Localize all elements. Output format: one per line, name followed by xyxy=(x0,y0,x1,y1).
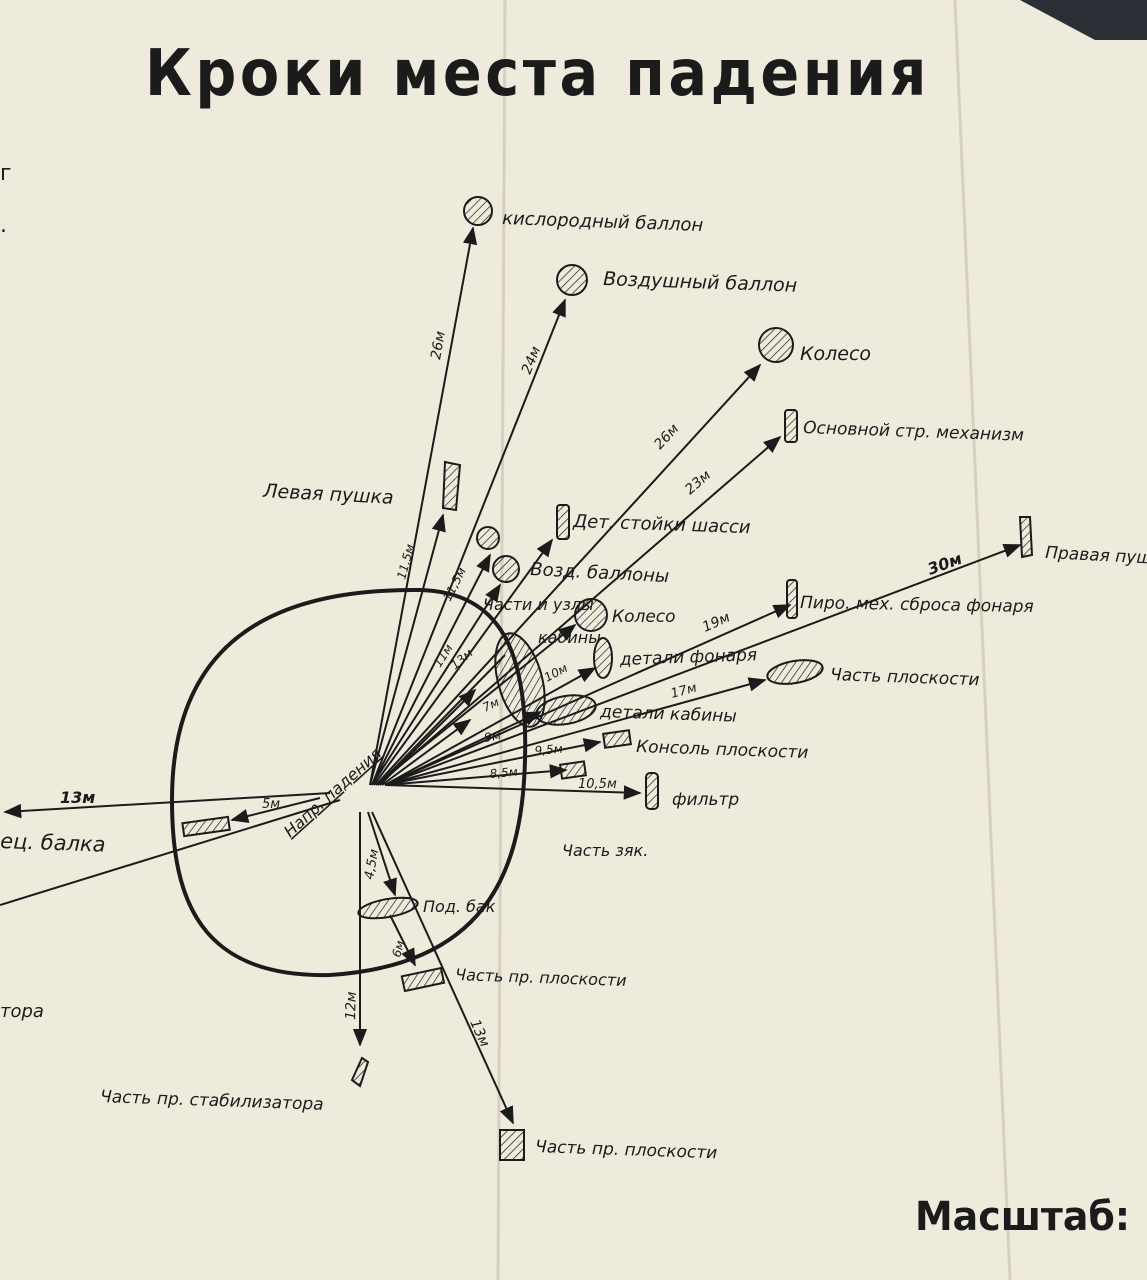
ray-air-cyl xyxy=(371,553,491,786)
ray-air xyxy=(371,298,566,786)
dist-filter: 10,5м xyxy=(578,777,617,792)
cabin-marker xyxy=(494,632,546,728)
label-filter: фильтр xyxy=(672,790,739,810)
dist-oxygen: 26м xyxy=(428,330,449,361)
ray-right-cannon xyxy=(384,543,1022,786)
dist-wing-near: 6м xyxy=(389,939,407,959)
dist-small-near: 8,5м xyxy=(489,765,518,781)
dist-cabin-parts: 7м xyxy=(480,695,501,715)
ray-canopy-pyro xyxy=(384,604,792,786)
unknown-near-marker xyxy=(559,760,587,780)
ray-short-1 xyxy=(379,688,477,786)
label-tail-part: Часть зяк. xyxy=(562,841,648,860)
gear-parts-marker xyxy=(556,504,570,540)
filter-marker xyxy=(645,772,659,810)
scale-label: Масштаб: xyxy=(915,1194,1130,1240)
ray-beam-low xyxy=(0,799,341,906)
ray-cabin xyxy=(377,654,506,786)
cabin-parts-marker xyxy=(535,694,597,726)
dist-beam-near: 5м xyxy=(262,797,280,812)
ray-unknown xyxy=(384,764,568,786)
ray-filter xyxy=(384,784,642,800)
wheel-near-marker xyxy=(574,598,608,632)
canopy-pyro-marker xyxy=(786,579,798,619)
label-beam: ец. балка xyxy=(0,829,106,857)
ray-wing-far xyxy=(371,811,514,1125)
ray-wheel-far xyxy=(375,363,762,786)
gear-mech-marker xyxy=(784,409,798,443)
ray-drop-tank xyxy=(367,811,397,897)
left-cannon-marker xyxy=(441,460,462,512)
label-tora: тора xyxy=(0,1001,44,1022)
label-cabin: кабины xyxy=(538,628,601,647)
dist-beam: 13м xyxy=(60,788,95,807)
beam-marker xyxy=(181,815,231,838)
dist-drop-tank: 4,5м xyxy=(362,848,382,881)
label-wheel-far: Колесо xyxy=(800,343,871,365)
wing-near-marker xyxy=(400,966,446,993)
label-cabin-parts: детали кабины xyxy=(599,702,737,727)
right-cannon-marker xyxy=(1018,516,1034,559)
wheel-far-marker xyxy=(758,327,794,363)
ray-oxygen xyxy=(369,226,478,786)
label-drop-tank: Под. бак xyxy=(423,897,496,916)
label-canopy-pyro: Пиро. мех. сброса фонаря xyxy=(800,593,1034,617)
oxygen-cylinder-marker xyxy=(463,196,493,226)
ray-cabin-parts xyxy=(384,711,542,786)
console-marker xyxy=(602,729,632,749)
dist-unknown: 9,5м xyxy=(534,742,563,758)
ray-left-cannon xyxy=(369,513,446,786)
fold-line xyxy=(953,0,1012,1280)
stabilizer-marker xyxy=(350,1056,370,1088)
label-canopy-parts: детали фонаря xyxy=(618,645,757,670)
page-title: Кроки места падения xyxy=(145,37,930,111)
edge-fragment: . xyxy=(0,213,7,238)
ray-beam xyxy=(3,792,331,819)
ray-canopy-parts xyxy=(384,667,597,786)
dist-wing-part: 17м xyxy=(669,681,699,702)
ray-console xyxy=(384,738,602,786)
ray-short-2 xyxy=(381,718,472,786)
ray-wing-near xyxy=(389,914,416,967)
air-cyl-marker xyxy=(492,555,520,583)
ray-gear-parts xyxy=(373,538,554,786)
dist-stabilizer: 12м xyxy=(343,991,360,1020)
edge-fragment: г xyxy=(0,161,12,186)
wing-far-marker xyxy=(499,1129,525,1161)
label-wheel-near: Колесо xyxy=(612,607,676,627)
dist-console: 9м xyxy=(483,728,502,745)
ray-beam-near xyxy=(230,797,321,824)
ray-wing-part xyxy=(384,677,767,786)
ray-parts-units xyxy=(371,583,501,786)
wing-part-marker xyxy=(766,659,824,685)
canopy-parts-marker xyxy=(593,637,613,679)
parts-units-marker xyxy=(476,526,500,550)
air-cylinder-marker xyxy=(556,264,588,296)
label-parts-units: Части и узлы xyxy=(483,595,594,614)
drop-tank-marker xyxy=(357,896,419,920)
